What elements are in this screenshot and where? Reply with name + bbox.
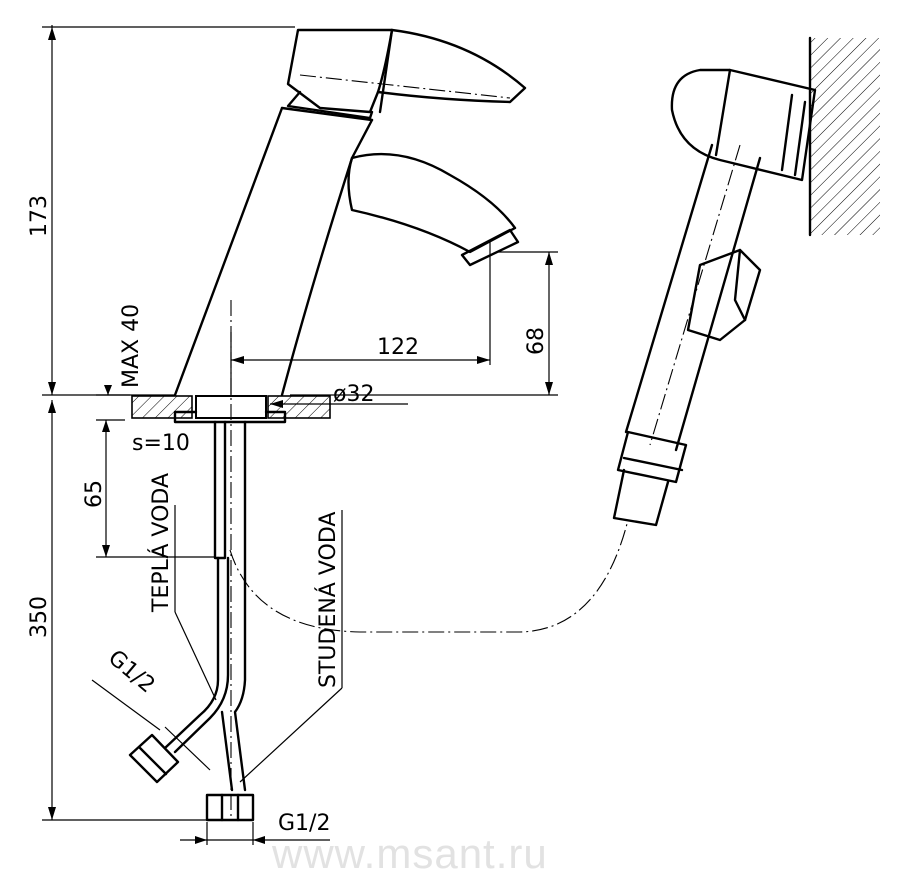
thread-cold-label: G1/2 bbox=[278, 811, 330, 836]
mounting-plate bbox=[131, 395, 331, 424]
thread-hot-label: G1/2 bbox=[103, 645, 159, 698]
dimension-max-thickness bbox=[96, 385, 130, 396]
max-thickness-label: MAX 40 bbox=[119, 304, 144, 388]
dimension-spout-reach bbox=[230, 240, 491, 395]
dimension-spout-height bbox=[290, 251, 558, 396]
height-bottom-label: 350 bbox=[27, 596, 52, 638]
cold-water-label: STUDENÁ VODA bbox=[315, 512, 341, 688]
supply-hoses bbox=[91, 300, 330, 845]
hand-shower bbox=[612, 36, 880, 527]
height-top-label: 173 bbox=[27, 195, 52, 237]
hot-water-label: TEPLÁ VODA bbox=[148, 473, 174, 613]
watermark: www.msant.ru bbox=[271, 830, 548, 873]
dimension-height-bottom bbox=[42, 400, 210, 821]
hole-diameter-label: ø32 bbox=[333, 382, 374, 407]
spout-reach-label: 122 bbox=[377, 335, 419, 360]
faucet-body bbox=[173, 28, 527, 397]
hot-water-leader bbox=[174, 505, 217, 701]
dimension-stud-length bbox=[96, 419, 215, 558]
plate-thickness-label: s=10 bbox=[132, 431, 190, 456]
stud-length-label: 65 bbox=[82, 480, 107, 508]
shower-hose-path bbox=[229, 519, 629, 633]
spout-height-label: 68 bbox=[524, 327, 549, 355]
cold-water-leader bbox=[239, 510, 343, 783]
dimension-height-top bbox=[42, 25, 295, 396]
